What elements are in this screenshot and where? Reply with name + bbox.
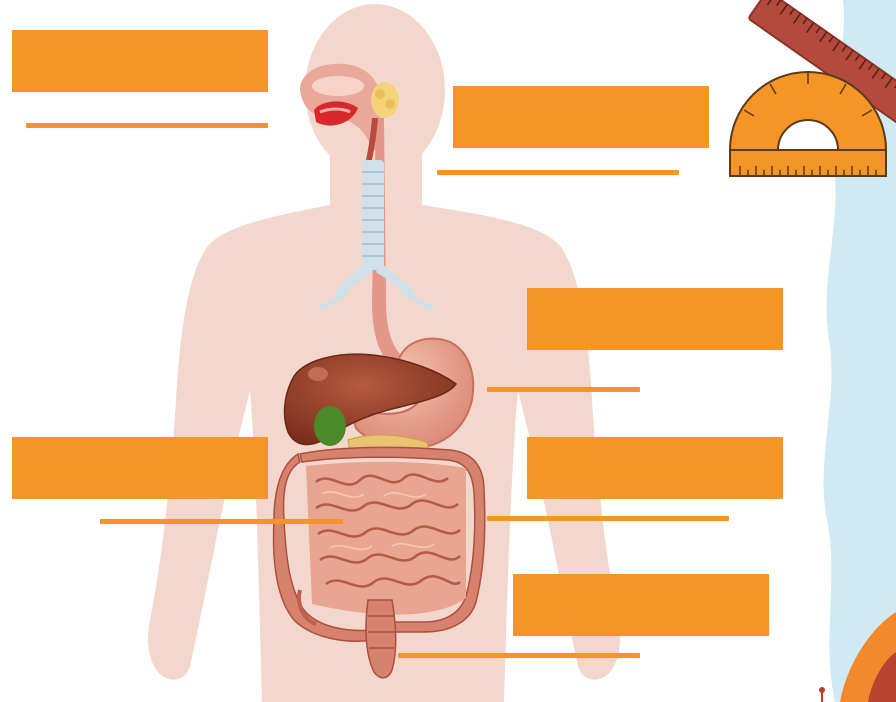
- label-box-5[interactable]: [527, 437, 783, 499]
- label-box-2[interactable]: [453, 86, 709, 148]
- leader-line-4: [100, 519, 343, 524]
- label-box-6[interactable]: [513, 574, 769, 636]
- leader-line-2: [437, 170, 679, 175]
- leader-line-3: [487, 387, 640, 392]
- label-box-3[interactable]: [527, 288, 783, 350]
- leader-line-1: [26, 123, 268, 128]
- label-box-1[interactable]: [12, 30, 268, 92]
- leader-line-5: [487, 516, 729, 521]
- label-box-4[interactable]: [12, 437, 268, 499]
- gallbladder: [314, 406, 346, 446]
- small-intestine: [306, 462, 466, 615]
- leader-line-6: [398, 653, 640, 658]
